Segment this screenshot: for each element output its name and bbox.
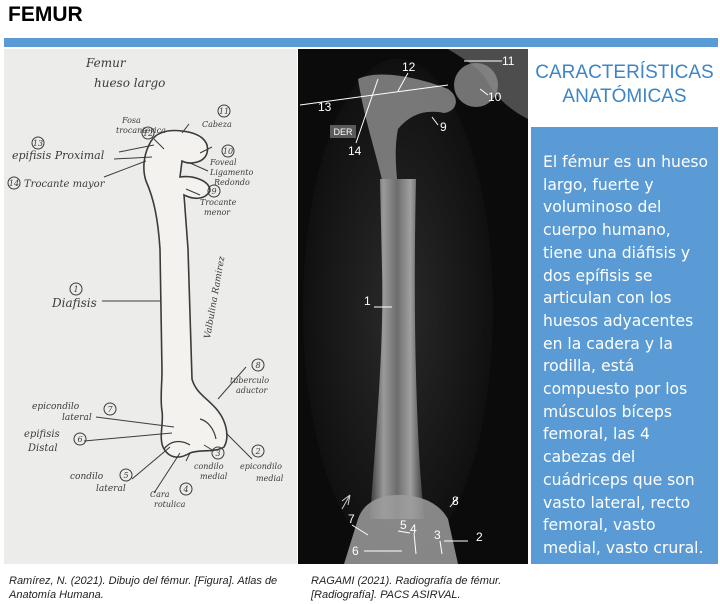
sketch-num-1: 1 (73, 285, 78, 294)
xray-label-7: 7 (348, 512, 355, 526)
xray-label-5: 5 (400, 518, 407, 532)
sketch-num-3: 3 (215, 449, 220, 458)
label-distal: Distal (27, 443, 58, 454)
label-rotulica: rotulica (154, 500, 186, 509)
xray-side-tag: DER (333, 127, 353, 137)
label-condilo-lateral: condilo (70, 472, 104, 482)
sketch-num-10: 10 (223, 147, 233, 156)
label-epicondilo-medial: epicondilo (240, 462, 282, 471)
femur-xray-drawing: DER 11 12 10 13 9 14 1 8 7 5 4 3 2 6 (298, 49, 528, 564)
label-diafisis: Diafisis (51, 296, 97, 310)
label-menor: menor (204, 208, 231, 217)
page-title: FEMUR (8, 3, 83, 26)
xray-label-8: 8 (452, 494, 459, 508)
caption-sketch-citation: Ramírez, N. (2021). Dibujo del fémur. [F… (9, 575, 278, 601)
xray-label-3: 3 (434, 528, 441, 542)
label-fovea: Foveal (209, 158, 237, 167)
label-cara: Cara (150, 490, 170, 499)
panel-heading: CARACTERÍSTICAS ANATÓMICAS (531, 49, 718, 125)
xray-label-6: 6 (352, 544, 359, 558)
xray-label-13: 13 (318, 100, 332, 114)
sketch-num-14: 14 (9, 179, 19, 188)
label-trocanter-mayor: Trocante mayor (24, 179, 106, 190)
sketch-num-4: 4 (182, 485, 188, 494)
label-condilo-medial: condilo (194, 462, 224, 471)
sketch-num-13: 13 (33, 139, 43, 148)
femur-sketch-drawing: 13 14 12 11 10 9 1 8 7 6 5 4 3 2 Femur h… (4, 49, 297, 564)
header-divider-bar (4, 38, 718, 47)
label-trocanterica: trocanterica (116, 126, 166, 135)
sketch-subtitle: hueso largo (94, 76, 165, 90)
label-condilo-lateral-2: lateral (96, 484, 126, 494)
panel-description-text: El fémur es un hueso largo, fuerte y vol… (543, 153, 709, 557)
xray-label-9: 9 (440, 120, 447, 134)
sketch-title: Femur (85, 56, 127, 70)
femur-sketch-image: 13 14 12 11 10 9 1 8 7 6 5 4 3 2 Femur h… (4, 49, 297, 564)
xray-label-2: 2 (476, 530, 483, 544)
sketch-num-12: 12 (143, 129, 153, 138)
xray-label-12: 12 (402, 60, 416, 74)
label-fosa: Fosa (121, 116, 141, 125)
xray-label-10: 10 (488, 90, 502, 104)
label-aductor: aductor (236, 386, 269, 395)
sketch-num-9: 9 (211, 187, 216, 196)
label-trocante: Trocante (200, 198, 237, 207)
label-epicondilo-lateral-2: lateral (62, 413, 92, 423)
xray-label-4: 4 (410, 522, 417, 536)
label-epifisis-proximal: epifisis Proximal (12, 149, 105, 162)
label-epifisis-distal: epifisis (24, 429, 60, 440)
label-medial: medial (200, 472, 228, 481)
sketch-num-7: 7 (107, 405, 113, 414)
femur-xray-image: DER 11 12 10 13 9 14 1 8 7 5 4 3 2 6 (298, 49, 528, 564)
label-ligamento: Ligamento (209, 168, 253, 177)
label-redondo: Redondo (213, 178, 250, 187)
sketch-num-8: 8 (255, 361, 260, 370)
label-epicondilo-medial-2: medial (256, 474, 284, 483)
label-cabeza: Cabeza (202, 120, 232, 129)
panel-heading-line1: CARACTERÍSTICAS (535, 62, 714, 83)
panel-description-box: El fémur es un hueso largo, fuerte y vol… (531, 127, 718, 564)
label-epicondilo-lateral: epicondilo (32, 402, 80, 412)
label-tuberculo: tuberculo (230, 376, 269, 385)
xray-label-11: 11 (502, 54, 515, 68)
xray-label-1: 1 (364, 294, 371, 308)
panel-heading-line2: ANATÓMICAS (562, 86, 687, 107)
sketch-num-2: 2 (254, 447, 260, 456)
caption-xray-citation: RAGAMI (2021). Radiografía de fémur. [Ra… (311, 575, 502, 601)
sketch-num-5: 5 (123, 471, 128, 480)
sketch-num-6: 6 (77, 435, 82, 444)
xray-label-14: 14 (348, 144, 362, 158)
sketch-num-11: 11 (219, 107, 229, 116)
